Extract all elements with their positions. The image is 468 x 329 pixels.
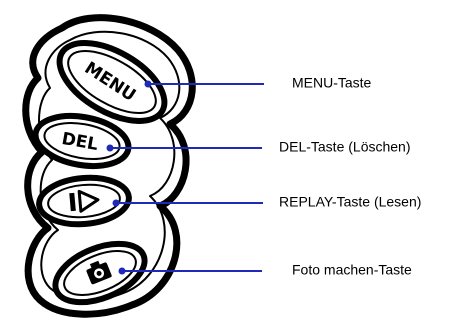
menu-button[interactable]: MENU	[47, 27, 177, 137]
replay-button[interactable]	[36, 174, 132, 228]
photo-button[interactable]	[47, 232, 153, 314]
callouts: MENU-Taste DEL-Taste (Löschen) REPLAY-Ta…	[106, 75, 421, 278]
replay-button-label: REPLAY-Taste (Lesen)	[279, 194, 421, 210]
camera-icon	[86, 260, 112, 285]
del-button[interactable]: DEL	[32, 109, 133, 173]
photo-button-label: Foto machen-Taste	[292, 262, 412, 278]
menu-button-label: MENU-Taste	[292, 75, 372, 91]
del-button-label: DEL-Taste (Löschen)	[279, 139, 411, 155]
callout-menu: MENU-Taste	[144, 75, 372, 91]
callout-replay: REPLAY-Taste (Lesen)	[112, 194, 421, 210]
callout-photo: Foto machen-Taste	[118, 262, 412, 278]
play-icon	[69, 189, 100, 213]
callout-del: DEL-Taste (Löschen)	[106, 139, 411, 155]
